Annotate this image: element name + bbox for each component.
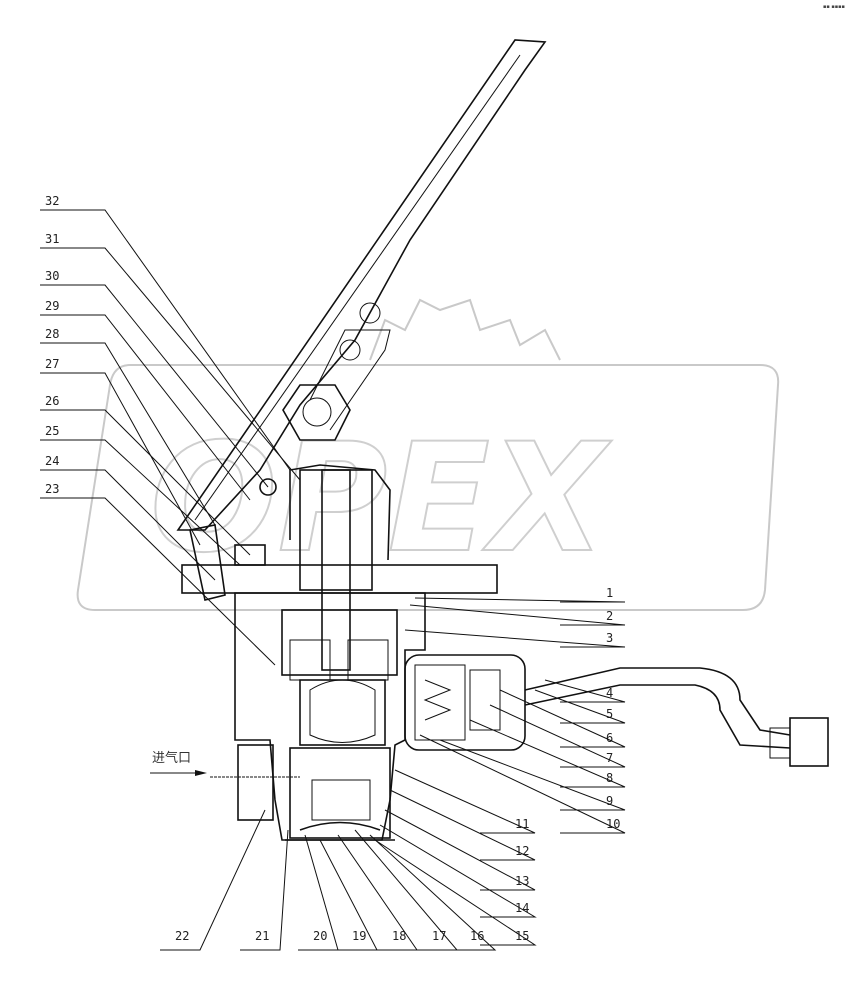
part-label: 4 [606,686,613,700]
leader-line [369,834,497,951]
connector [789,717,829,767]
part-label: 15 [515,929,529,943]
leader-line [409,604,626,626]
part-label: 5 [606,707,613,721]
part-label: 17 [432,929,446,943]
leader-line [394,769,536,834]
leader-line [40,284,269,488]
leader-line [319,839,378,951]
pedal-plate [176,39,547,531]
part-label: 28 [45,327,59,341]
leader-line [40,372,201,546]
cable [524,667,791,736]
leader-line [419,734,626,834]
part-label: 6 [606,731,613,745]
leader-line [40,439,241,566]
part-label: 32 [45,194,59,208]
part-label: 29 [45,299,59,313]
part-label: 20 [313,929,327,943]
corner-mark: ▪▪ ▪▪▪▪ [823,4,845,10]
part-label: 25 [45,424,59,438]
roller-pin [259,478,277,496]
part-label: 16 [470,929,484,943]
part-label: 9 [606,794,613,808]
part-label: 8 [606,771,613,785]
part-label: 1 [606,586,613,600]
leader-line [374,839,537,946]
inlet-label: 进气口 [152,750,191,766]
part-label: 18 [392,929,406,943]
leader-line [40,469,216,581]
leader-line [389,789,536,861]
dust-boot [289,464,391,561]
leader-line [40,314,251,501]
leader-line [40,342,216,526]
part-label: 27 [45,357,59,371]
leader-line [489,704,626,768]
part-label: 21 [255,929,269,943]
leader-line [160,809,266,951]
leader-line [544,679,626,703]
part-label: 7 [606,751,613,765]
leader-line [534,689,626,724]
leader-line [414,597,626,603]
leader-line [384,809,536,891]
watermark-text: OPEX [150,412,612,586]
part-label: 12 [515,844,529,858]
leader-line [439,739,626,811]
leader-line [469,719,626,788]
part-label: 3 [606,631,613,645]
part-label: 23 [45,482,59,496]
part-label: 26 [45,394,59,408]
leader-line [240,829,289,951]
part-label: 24 [45,454,59,468]
leader-line [379,824,537,918]
leader-line [404,629,626,648]
leader-line [337,834,418,951]
leader-line [40,409,251,556]
valve-body [234,592,426,841]
part-label: 30 [45,269,59,283]
part-label: 31 [45,232,59,246]
leader-line [40,209,291,471]
part-label: 2 [606,609,613,623]
pivot-nut [282,384,351,441]
opex-watermark: OPEX [76,298,780,611]
part-label: 19 [352,929,366,943]
part-label: 13 [515,874,529,888]
part-label: 10 [606,817,620,831]
leader-line [40,497,276,666]
part-label: 22 [175,929,189,943]
leader-line [40,247,301,481]
inlet-port [237,744,274,821]
part-label: 11 [515,817,529,831]
